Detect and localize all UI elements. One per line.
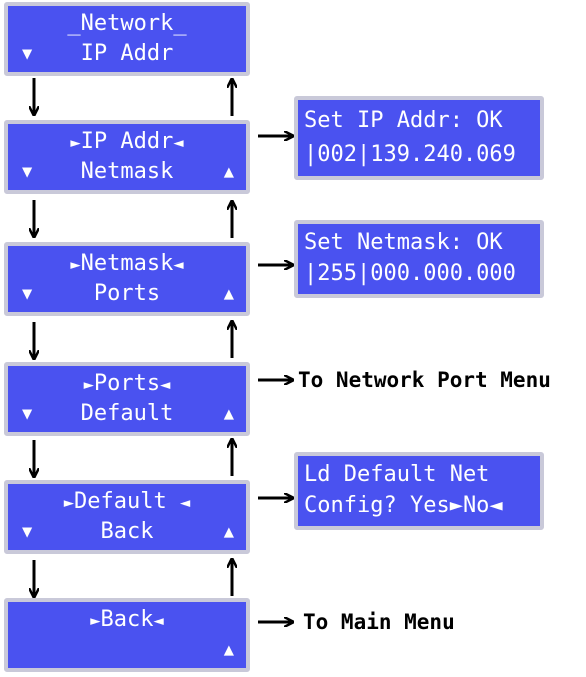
right-pointer-icon: ► xyxy=(63,493,75,513)
network-line2: IP Addr xyxy=(80,41,174,66)
up-triangle-icon: ▲ xyxy=(223,640,234,660)
netmask-label: Netmask xyxy=(80,251,174,276)
ipaddr-title: ►IP Addr◄ xyxy=(8,128,246,156)
set-ip-line2: |002|139.240.069 xyxy=(304,142,516,167)
up-triangle-icon: ▲ xyxy=(223,522,234,542)
right-pointer-icon: ► xyxy=(70,133,81,153)
down-triangle-icon: ▼ xyxy=(22,404,33,424)
network-title: _Network_ xyxy=(67,11,187,36)
default-config-line1: Ld Default Net xyxy=(304,462,490,487)
left-pointer-icon: ◄ xyxy=(153,611,164,631)
lcd-back-screen: ►Back◄ ▲ xyxy=(4,598,250,672)
left-pointer-icon: ◄ xyxy=(173,255,184,275)
lcd-netmask-screen: ►Netmask◄ Ports ▼ ▲ xyxy=(4,242,250,316)
default-config-line2: Config? Yes►No◄ xyxy=(304,493,503,518)
lcd-ipaddr-screen: ►IP Addr◄ Netmask ▼ ▲ xyxy=(4,120,250,194)
back-label: Back xyxy=(100,607,154,632)
netmask-line2: Ports xyxy=(93,281,161,306)
lcd-set-ip-result: Set IP Addr: OK |002|139.240.069 xyxy=(294,96,544,180)
down-triangle-icon: ▼ xyxy=(22,522,33,542)
up-triangle-icon: ▲ xyxy=(223,284,234,304)
right-pointer-icon: ► xyxy=(83,375,94,395)
set-netmask-line2: |255|000.000.000 xyxy=(304,261,516,286)
ports-label: Ports xyxy=(93,371,161,396)
default-title: ►Default ◄ xyxy=(8,488,246,516)
lcd-default-screen: ►Default ◄ Back ▼ ▲ xyxy=(4,480,250,554)
right-pointer-icon: ► xyxy=(70,255,81,275)
up-triangle-icon: ▲ xyxy=(223,404,234,424)
left-pointer-icon: ◄ xyxy=(160,375,171,395)
left-pointer-icon: ◄ xyxy=(173,133,184,153)
back-title: ►Back◄ xyxy=(8,606,246,634)
right-pointer-icon: ► xyxy=(90,611,101,631)
down-triangle-icon: ▼ xyxy=(22,162,33,182)
to-network-port-menu-label: To Network Port Menu xyxy=(298,368,551,392)
lcd-default-config-prompt: Ld Default Net Config? Yes►No◄ xyxy=(294,452,544,530)
to-main-menu-label: To Main Menu xyxy=(303,610,455,634)
netmask-title: ►Netmask◄ xyxy=(8,250,246,278)
ipaddr-line2: Netmask xyxy=(80,159,174,184)
default-line2: Back xyxy=(100,519,154,544)
set-netmask-line1: Set Netmask: OK xyxy=(304,230,503,255)
down-triangle-icon: ▼ xyxy=(22,284,33,304)
lcd-set-netmask-result: Set Netmask: OK |255|000.000.000 xyxy=(294,220,544,298)
default-label: Default xyxy=(74,489,167,514)
down-triangle-icon: ▼ xyxy=(22,44,33,64)
set-ip-line1: Set IP Addr: OK xyxy=(304,108,503,133)
lcd-ports-screen: ►Ports◄ Default ▼ ▲ xyxy=(4,362,250,436)
ports-title: ►Ports◄ xyxy=(8,370,246,398)
lcd-network-screen: _Network_ IP Addr ▼ xyxy=(4,2,250,76)
up-triangle-icon: ▲ xyxy=(223,162,234,182)
ipaddr-label: IP Addr xyxy=(80,129,174,154)
ports-line2: Default xyxy=(80,401,174,426)
left-pointer-icon: ◄ xyxy=(179,493,191,513)
